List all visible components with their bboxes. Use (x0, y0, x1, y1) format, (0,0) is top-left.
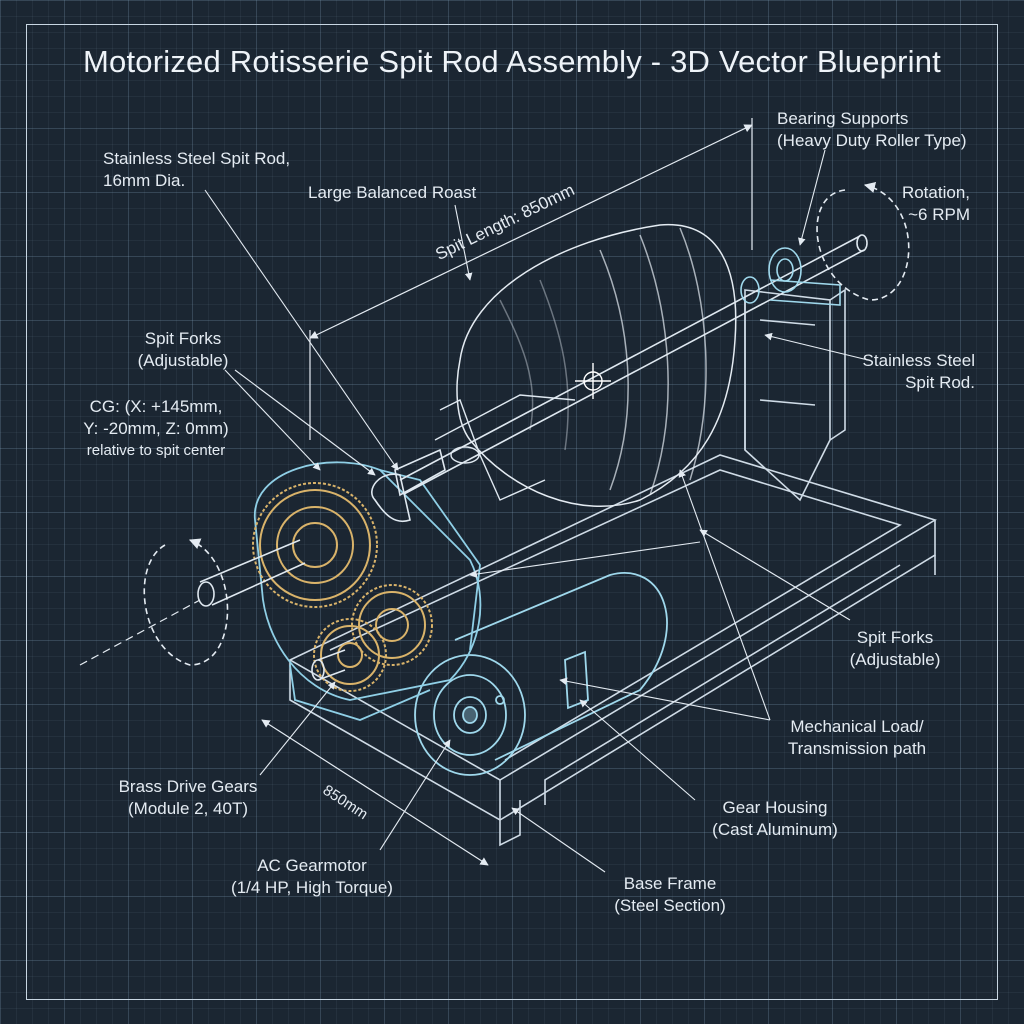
label-mechanical-load: Mechanical Load/Transmission path (787, 717, 927, 758)
label-spit-forks-right: Spit Forks(Adjustable) (849, 628, 941, 669)
label-bearing-supports: Bearing Supports(Heavy Duty Roller Type) (777, 109, 967, 150)
diagram-title: Motorized Rotisserie Spit Rod Assembly -… (83, 44, 941, 79)
label-base-frame: Base Frame(Steel Section) (614, 874, 726, 915)
label-spit-forks-left: Spit Forks(Adjustable) (137, 329, 229, 370)
spit-rod (371, 234, 868, 522)
gear-housing (254, 461, 482, 721)
roast (456, 224, 737, 507)
label-spit-rod-top: Stainless Steel Spit Rod,16mm Dia. (103, 149, 291, 190)
shaft-centerline (79, 599, 201, 666)
label-brass-gears: Brass Drive Gears(Module 2, 40T) (118, 777, 258, 818)
ac-gearmotor (414, 572, 668, 776)
cg-crosshair (575, 363, 611, 399)
front-shaft (197, 539, 346, 681)
label-roast: Large Balanced Roast (308, 183, 477, 202)
rotation-arc-rear (816, 182, 910, 301)
label-gear-housing: Gear Housing(Cast Aluminum) (712, 798, 838, 839)
brass-drive-gears (252, 482, 433, 692)
rotation-arc-front (143, 538, 229, 666)
label-cg: CG: (X: +145mm,Y: -20mm, Z: 0mm)relative… (83, 397, 229, 459)
spit-length-dimension (309, 118, 753, 440)
label-rotation: Rotation,~6 RPM (901, 183, 970, 224)
spit-fork-front (434, 394, 576, 501)
blueprint-border (26, 24, 998, 1000)
base-length-dimension (261, 719, 489, 866)
rear-bearing (740, 247, 841, 306)
rear-bearing-stand (744, 288, 846, 502)
label-gearmotor: AC Gearmotor(1/4 HP, High Torque) (231, 856, 393, 897)
leader-lines (204, 149, 869, 873)
